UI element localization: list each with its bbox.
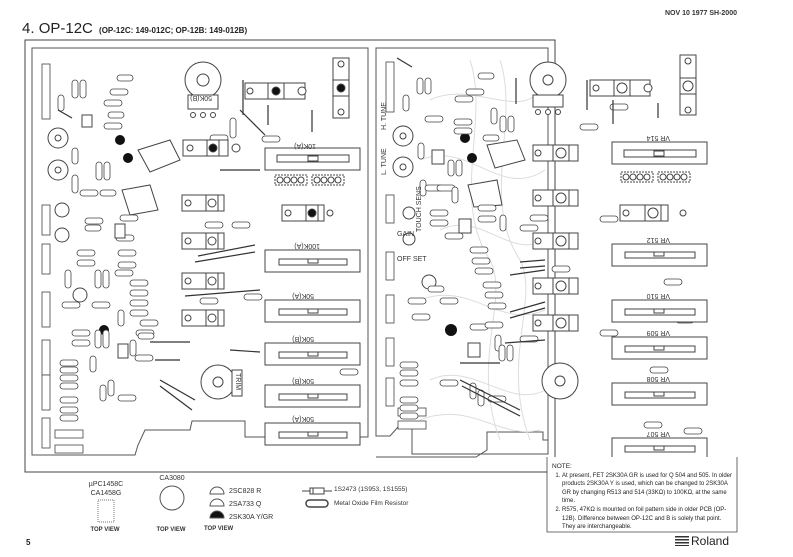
right-pot-label-5: VR 507	[647, 430, 670, 437]
date-stamp: NOV 10 1977 SH-2000	[665, 10, 737, 17]
brand-name: Roland	[691, 534, 730, 548]
model-name: OP-12C	[38, 20, 93, 37]
right-resistors	[399, 72, 703, 435]
brand-logo: Roland	[675, 534, 729, 548]
right-connectors	[385, 61, 427, 430]
mof-resistor-symbol	[305, 499, 329, 508]
left-power-transistors	[181, 57, 350, 327]
left-pot-label-0: 10K(A)	[294, 142, 316, 149]
left-pot-label-bottom: TRIM	[234, 373, 241, 390]
note-box: NOTE: At present, FET 2SK30A GR is used …	[552, 463, 734, 532]
right-pot-label-1: VR 512	[647, 236, 670, 243]
roland-logo-icon	[675, 536, 689, 546]
model-subtitle: (OP-12C: 149-012C; OP-12B: 149-012B)	[99, 26, 248, 35]
label-offset: OFF SET	[397, 256, 427, 263]
mof-resistor-label: Metal Oxide Film Resistor	[334, 500, 409, 507]
ic-1458-view: TOP VIEW	[90, 527, 120, 533]
right-board-outline	[375, 47, 549, 455]
page-title: 4. OP-12C (OP-12C: 149-012C; OP-12B: 149…	[22, 20, 247, 37]
left-pot-label-4: 50K(B)	[292, 377, 314, 384]
left-header-pins	[276, 176, 342, 184]
right-pot-lower	[541, 362, 579, 400]
transistor-2sa733: 2SA733 Q	[229, 501, 262, 508]
right-fets	[445, 133, 477, 336]
board-labels: 10K(A) 100K(A) 50K(A) 50K(B) 50K(B) 50K(…	[190, 94, 670, 437]
note-item-1: At present, FET 2SK30A GR is used for Q …	[562, 472, 734, 506]
ic-pinout-1458	[97, 499, 115, 523]
right-jumpers	[396, 57, 659, 417]
right-slide-pots	[611, 141, 708, 461]
left-connectors	[41, 63, 84, 454]
right-caps	[467, 139, 526, 208]
ic-3080-view: TOP VIEW	[156, 527, 186, 533]
label-h-tune: H. TUNE	[381, 102, 388, 130]
left-caps	[121, 139, 181, 216]
left-pot-label-5: 50K(A)	[292, 415, 314, 422]
transistor-2sc828: 2SC828 R	[229, 488, 262, 495]
label-touch-sens: TOUCH SENS	[416, 186, 423, 232]
left-ics	[81, 114, 129, 359]
diode-symbol	[302, 487, 332, 495]
ic-3080-name: CA3080	[159, 475, 185, 482]
left-board-outline	[31, 47, 369, 456]
label-gain: GAIN	[397, 231, 414, 238]
transistor-2sk30a: 2SK30A Y/GR	[229, 514, 274, 521]
left-pot-label-1: 100K(A)	[294, 242, 320, 249]
ic-1458-name1: µPC1458C	[88, 481, 124, 488]
transistor-symbols	[209, 486, 225, 519]
ic-pinout-3080	[159, 485, 185, 511]
left-trimmers	[47, 127, 88, 303]
transistor-view: TOP VIEW	[204, 526, 234, 532]
right-pot-label-3: VR 509	[647, 329, 670, 336]
left-pot-label-top: 50K(B)	[190, 94, 212, 101]
left-pot-top	[184, 61, 222, 118]
right-power-transistors	[532, 54, 697, 332]
right-header-pins	[622, 173, 688, 181]
right-pot-label-4: VR 508	[647, 375, 670, 382]
right-pot-label-0: VR 514	[647, 134, 670, 141]
right-pot-upper-real	[529, 61, 567, 115]
ic-1458-label: µPC1458C CA1458G	[88, 480, 124, 498]
page-number: 5	[26, 538, 31, 547]
left-jumpers	[57, 80, 313, 411]
note-item-2: R575, 47KΩ is mounted on foil pattern si…	[562, 506, 734, 532]
right-ics	[431, 149, 481, 358]
note-heading: NOTE:	[552, 463, 572, 470]
section-number: 4.	[22, 20, 35, 37]
left-slide-pots	[264, 147, 361, 446]
right-trimmers	[392, 125, 437, 290]
left-pot-label-3: 50K(B)	[292, 335, 314, 342]
left-pot-bottom	[200, 364, 243, 400]
left-pot-label-2: 50K(A)	[292, 292, 314, 299]
ic-1458-name2: CA1458G	[90, 490, 122, 497]
label-l-tune: L. TUNE	[381, 148, 388, 175]
right-pot-label-2: VR 510	[647, 292, 670, 299]
diode-label: 1S2473 (1S953, 1S1555)	[334, 486, 408, 493]
